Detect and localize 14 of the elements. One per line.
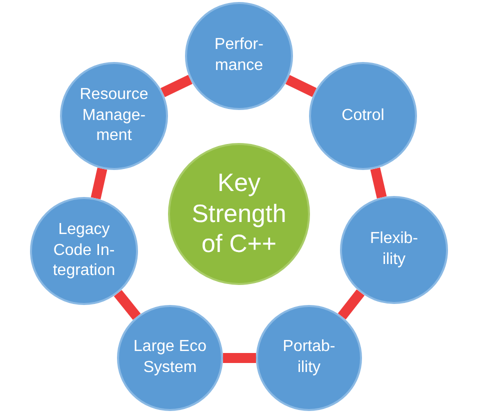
node-label: Perfor- mance <box>214 35 264 76</box>
node-label: Key Strength of C++ <box>190 168 288 260</box>
node-label: Flexib- ility <box>368 229 419 270</box>
node-label: Legacy Code In- tegration <box>52 220 116 282</box>
connector-line <box>338 289 365 320</box>
node-label: Cotrol <box>340 106 386 126</box>
connector-line <box>370 167 387 199</box>
connector-line <box>114 290 141 320</box>
node-label: Portab- ility <box>282 337 336 378</box>
connector-line <box>90 168 108 200</box>
node-label: Resource Manage- ment <box>78 84 150 146</box>
connector-line <box>223 353 256 363</box>
node-label: Large Eco System <box>132 337 208 378</box>
connector-line <box>285 75 317 97</box>
